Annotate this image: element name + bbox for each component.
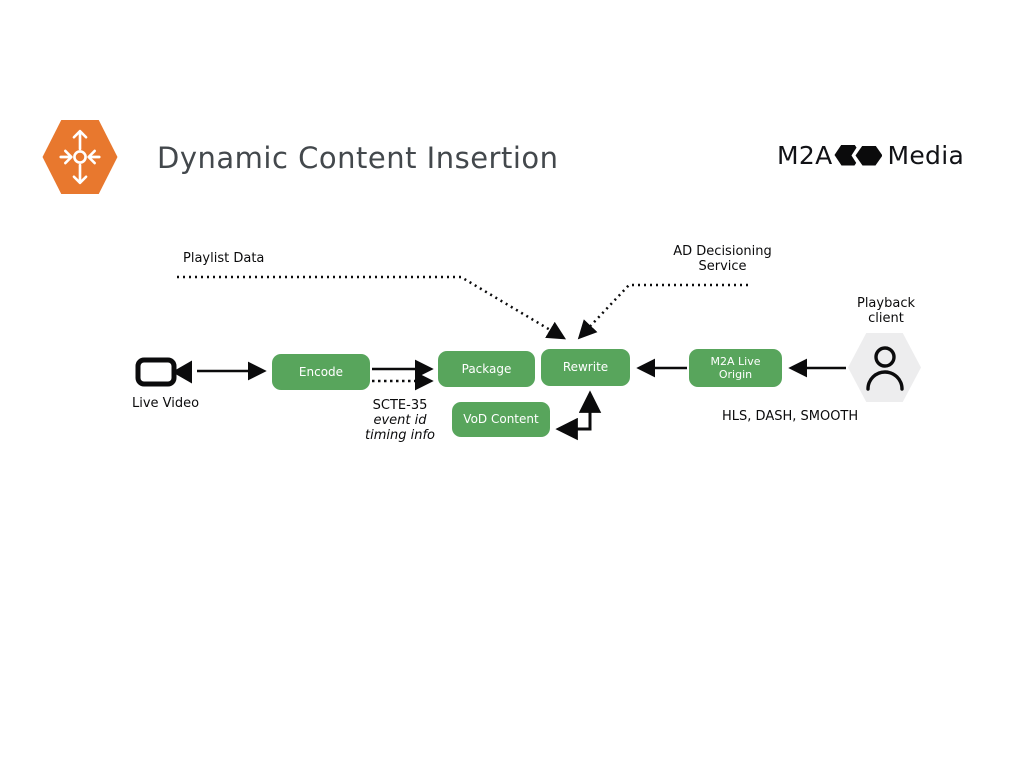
ad-decisioning-line1: AD Decisioning [673,244,772,259]
m2a-double-hexagon-icon [834,142,885,169]
arrow-playlist-rewrite [177,275,567,340]
label-ad-decisioning-service: AD Decisioning Service [655,244,790,274]
label-live-video: Live Video [132,396,200,411]
scte-line1: SCTE-35 [372,398,428,413]
m2a-media-logo: M2A Media [777,141,964,170]
label-playback-client: Playback client [846,296,926,326]
origin-label-line1: M2A Live [710,355,761,368]
logo-prefix: M2A [777,141,833,170]
user-icon [865,345,904,391]
node-m2a-live-origin: M2A Live Origin [689,349,782,387]
node-rewrite: Rewrite [541,349,630,386]
content-insertion-hexagon-icon [42,120,118,194]
origin-label-line2: Origin [718,368,753,381]
label-scte-35: SCTE-35 event id timing info [344,398,456,443]
node-encode: Encode [272,354,370,390]
node-package: Package [438,351,535,387]
logo-hexagon-right [855,145,883,166]
label-protocols: HLS, DASH, SMOOTH [722,409,859,424]
label-playlist-data: Playlist Data [183,251,265,266]
arrow-rewrite-vod [555,390,602,441]
playback-client-hexagon [848,333,921,402]
ad-decisioning-line2: Service [698,259,747,274]
video-camera-icon [135,357,192,387]
page-title: Dynamic Content Insertion [157,141,559,175]
arrow-addecisioning-rewrite [577,283,748,340]
scte-line3: timing info [365,428,435,443]
node-vod-content: VoD Content [452,402,550,437]
logo-suffix: Media [887,141,965,170]
scte-line2: event id [373,413,427,428]
playback-client-line2: client [868,311,904,326]
playback-client-line1: Playback [856,296,915,311]
